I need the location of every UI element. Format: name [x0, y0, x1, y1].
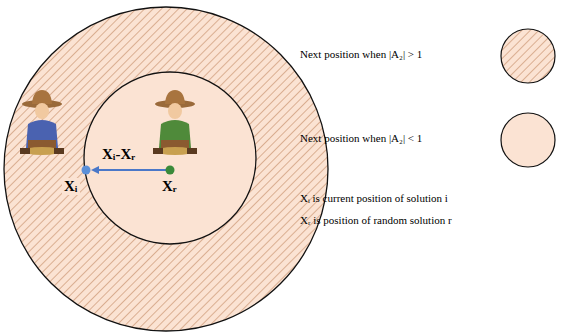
legend-text: Next position when |A₂| > 1 — [300, 48, 422, 60]
legend-swatch — [499, 111, 557, 169]
note-text: Xᵢ is current position of solution i — [300, 192, 448, 205]
outer-region — [4, 7, 328, 331]
legend-swatch — [499, 27, 557, 85]
position-dot-r — [166, 166, 175, 175]
prospector-i — [20, 90, 64, 155]
position-label: Xᵣ — [160, 178, 179, 195]
position-dot-i — [82, 166, 91, 175]
difference-arrow — [93, 169, 170, 171]
prospector-r — [153, 90, 197, 155]
legend-text: Next position when |A₂| < 1 — [300, 132, 422, 144]
inner-region — [84, 72, 256, 244]
position-label: Xᵢ — [62, 178, 80, 195]
vector-label: Xᵢ-Xᵣ — [100, 146, 137, 163]
note-text: Xᵣ is position of random solution r — [300, 214, 452, 227]
